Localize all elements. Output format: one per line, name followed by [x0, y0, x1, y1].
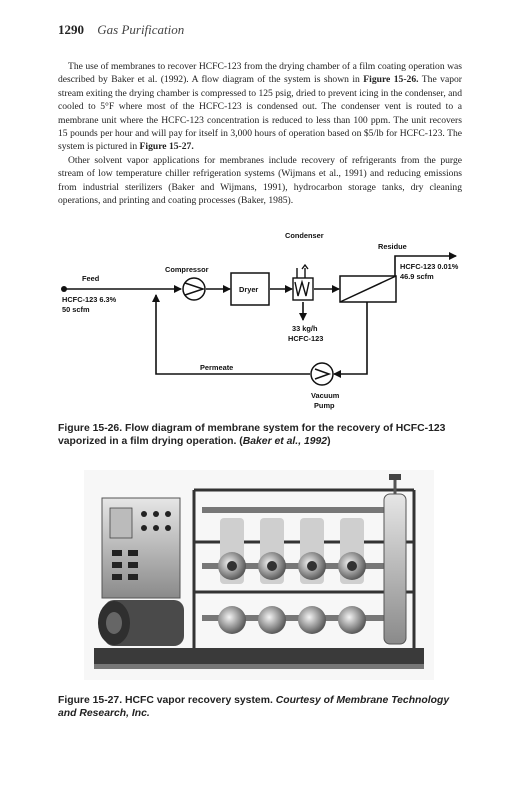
figure-caption-15-27: Figure 15-27. HCFC vapor recovery system…	[58, 694, 462, 720]
recycle-line	[152, 294, 310, 375]
figure-caption-15-26: Figure 15-26. Flow diagram of membrane s…	[58, 422, 462, 448]
dryer-box	[230, 272, 270, 306]
text-run: The use of membranes to recover HCFC-123…	[58, 61, 462, 86]
condenser-icon	[292, 263, 314, 301]
caption-credit: Courtesy of Membrane Technology and Rese…	[58, 695, 450, 719]
skid-base	[94, 648, 424, 664]
text-run: The vapor stream exiting the drying cham…	[58, 74, 463, 153]
permeate-line-1	[333, 302, 368, 378]
residue-label: Residue	[378, 242, 407, 251]
page-header: 1290 Gas Purification	[58, 22, 184, 38]
caption-text: Figure 15-27. HCFC vapor recovery system…	[58, 695, 276, 706]
body-text: The use of membranes to recover HCFC-123…	[58, 60, 462, 207]
paragraph-2: Other solvent vapor applications for mem…	[58, 154, 462, 208]
feed-flow-label: 50 scfm	[62, 305, 90, 314]
figure-reference[interactable]: Figure 15-27.	[139, 141, 194, 153]
vacuum-pump-icon	[310, 362, 334, 386]
equipment-photo	[84, 470, 434, 680]
permeate-label: Permeate	[200, 363, 233, 372]
separator-vessel	[383, 493, 407, 645]
residue-line	[394, 252, 457, 276]
vacuum-label: Vacuum	[311, 391, 340, 400]
pump-label: Pump	[314, 401, 335, 410]
caption-citation: Baker et al., 1992	[242, 436, 328, 447]
compressor-label: Compressor	[165, 265, 209, 274]
flow-diagram: Feed HCFC-123 6.3% 50 scfm Compressor Dr…	[61, 231, 459, 410]
paragraph-1: The use of membranes to recover HCFC-123…	[58, 60, 462, 154]
feed-point	[61, 286, 67, 292]
running-title: Gas Purification	[97, 22, 185, 37]
figure-reference[interactable]: Figure 15-26.	[363, 74, 419, 86]
condensate-name-label: HCFC-123	[288, 334, 323, 343]
text-run: Other solvent vapor applications for mem…	[58, 154, 462, 207]
feed-label: Feed	[82, 274, 100, 283]
caption-text-end: )	[327, 436, 331, 447]
residue-flow-label: 46.9 scfm	[400, 272, 434, 281]
feed-composition-label: HCFC-123 6.3%	[62, 295, 117, 304]
condenser-label: Condenser	[285, 231, 324, 240]
dryer-label: Dryer	[239, 285, 258, 294]
condensate-rate-label: 33 kg/h	[292, 324, 318, 333]
membrane-modules	[218, 518, 366, 634]
caption-text: Figure 15-26. Flow diagram of membrane s…	[58, 423, 446, 447]
membrane-unit	[339, 275, 397, 303]
page-number: 1290	[58, 22, 84, 37]
residue-composition-label: HCFC-123 0.01%	[400, 262, 459, 271]
compressor-icon	[182, 277, 206, 301]
